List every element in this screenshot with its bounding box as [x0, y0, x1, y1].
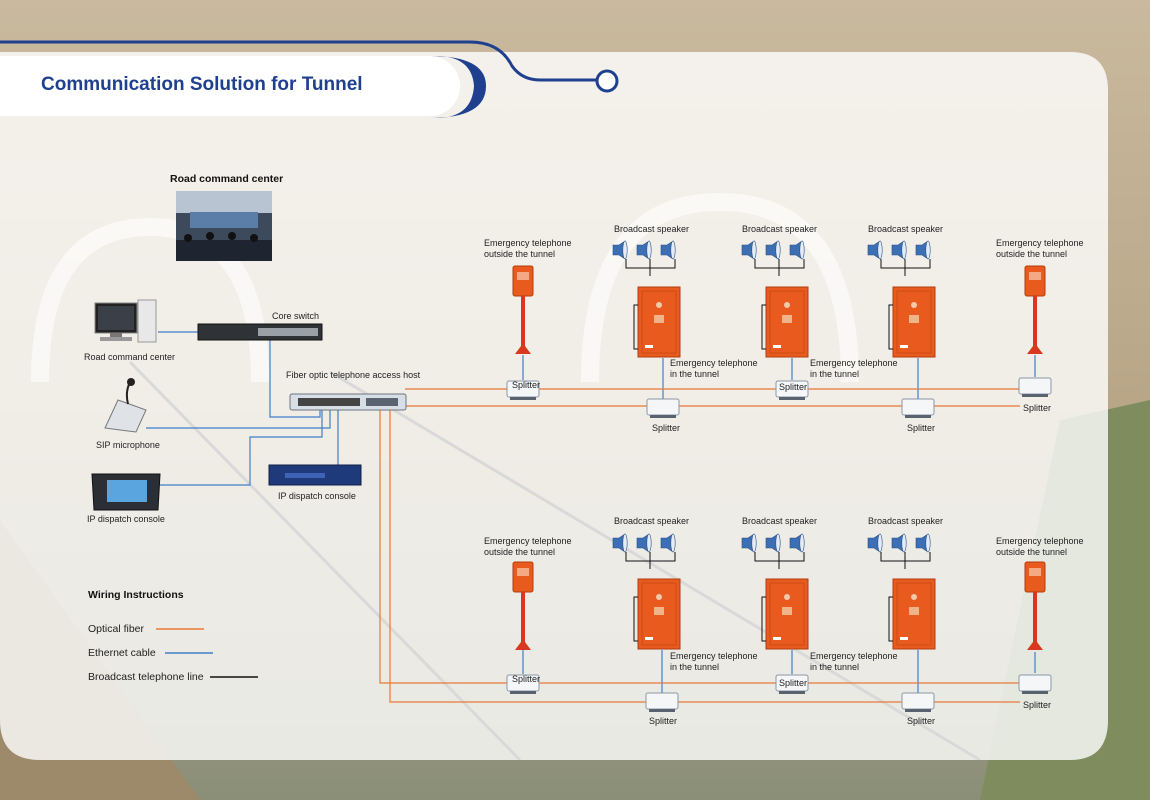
- core-switch-icon: [197, 323, 323, 341]
- splitter-label: Splitter: [907, 716, 936, 726]
- splitter-label: Splitter: [512, 380, 541, 390]
- command-center-photo: [176, 191, 272, 261]
- legend-fiber: Optical fiber: [88, 623, 145, 635]
- ip-dispatch-console-a-icon: [91, 473, 161, 511]
- broadcast-speaker-label: Broadcast speaker: [868, 516, 944, 526]
- splitter-label: Splitter: [1023, 403, 1052, 413]
- splitter-label: Splitter: [652, 423, 681, 433]
- broadcast-speaker-label: Broadcast speaker: [868, 224, 944, 234]
- sip-microphone-label: SIP microphone: [96, 440, 160, 450]
- access-host-label: Fiber optic telephone access host: [286, 370, 421, 380]
- broadcast-speaker-label: Broadcast speaker: [742, 224, 818, 234]
- legend-title: Wiring Instructions: [88, 589, 184, 601]
- broadcast-speaker-label: Broadcast speaker: [742, 516, 818, 526]
- sip-microphone-icon: [104, 378, 147, 433]
- page-title: Communication Solution for Tunnel: [41, 74, 363, 95]
- ip-dispatch-console-b-label: IP dispatch console: [278, 491, 356, 501]
- broadcast-speaker-label: Broadcast speaker: [614, 224, 690, 234]
- splitter-label: Splitter: [779, 382, 808, 392]
- access-host-icon: [289, 393, 407, 411]
- splitter-label: Splitter: [907, 423, 936, 433]
- broadcast-speaker-label: Broadcast speaker: [614, 516, 690, 526]
- road-command-center-title: Road command center: [170, 173, 284, 185]
- ethernet-cables: [120, 331, 1036, 695]
- core-switch-label: Core switch: [272, 311, 320, 321]
- title-banner: [0, 56, 460, 116]
- legend-ethernet: Ethernet cable: [88, 647, 156, 659]
- computer-icon: [94, 299, 157, 343]
- splitter-label: Splitter: [649, 716, 678, 726]
- ip-dispatch-console-a-label: IP dispatch console: [87, 514, 165, 524]
- splitter-label: Splitter: [1023, 700, 1052, 710]
- splitter-label: Splitter: [779, 678, 808, 688]
- ip-dispatch-console-b-icon: [268, 464, 362, 486]
- splitter-label: Splitter: [512, 674, 541, 684]
- title-decoration: [0, 40, 619, 118]
- road-command-center-label: Road command center: [84, 352, 176, 362]
- legend-broadcast: Broadcast telephone line: [88, 671, 204, 683]
